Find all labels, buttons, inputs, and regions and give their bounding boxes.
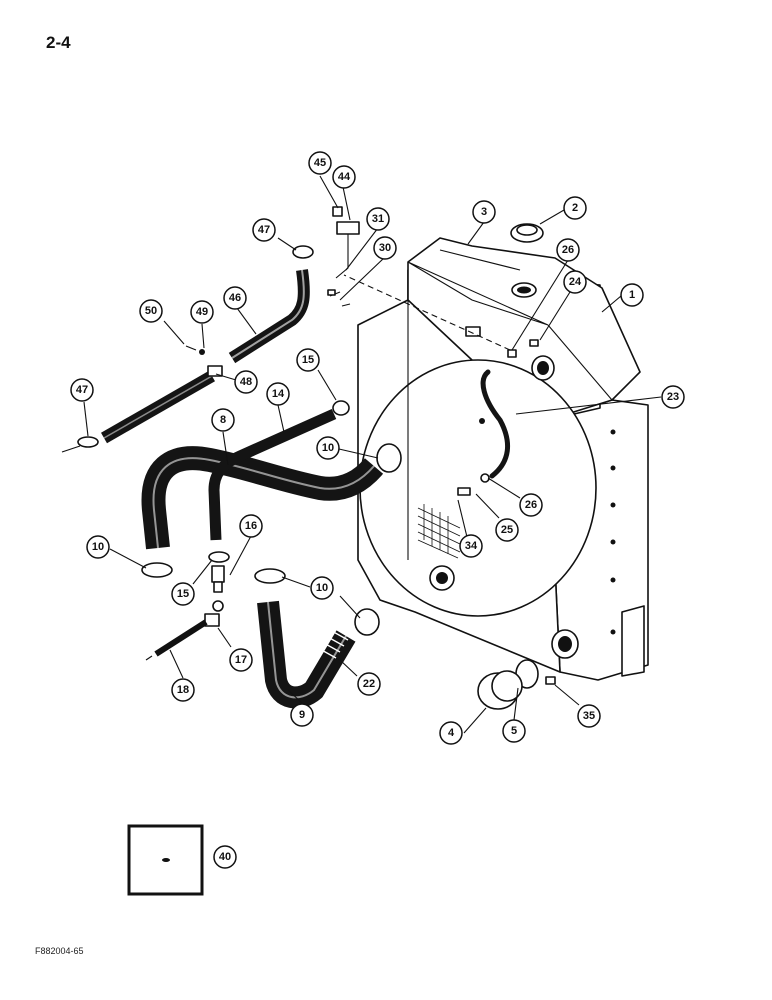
hose-clamps [141,443,539,689]
figure-code: F882004-65 [35,946,84,956]
svg-text:15: 15 [302,354,314,366]
side-bolts [610,429,616,635]
callout-2: 2 [563,196,587,220]
callout-16: 16 [239,514,263,538]
svg-text:47: 47 [76,384,88,396]
drain-valve-assembly [145,565,225,661]
callout-23: 23 [661,385,685,409]
svg-text:4: 4 [448,727,455,739]
callout-26-lower: 26 [519,493,543,517]
callout-15-lower: 15 [171,582,195,606]
callout-3: 3 [472,200,496,224]
svg-text:14: 14 [272,388,285,400]
callout-8: 8 [211,408,235,432]
svg-text:17: 17 [235,654,247,666]
svg-text:48: 48 [240,376,252,388]
leader-lines [83,175,662,734]
callout-45: 45 [308,151,332,175]
callout-47-upper: 47 [252,218,276,242]
svg-text:24: 24 [569,276,582,288]
svg-text:22: 22 [363,678,375,690]
upper-hose-assembly [61,245,314,453]
callout-44: 44 [332,165,356,189]
callout-40: 40 [213,845,237,869]
callout-1: 1 [620,283,644,307]
callout-10-middle: 10 [310,576,334,600]
svg-text:5: 5 [511,725,517,737]
callout-4: 4 [439,721,463,745]
callout-31: 31 [366,207,390,231]
svg-text:45: 45 [314,157,326,169]
callout-15-upper: 15 [296,348,320,372]
spring-coil [317,629,349,659]
callout-48: 48 [234,370,258,394]
svg-text:9: 9 [299,709,305,721]
svg-text:10: 10 [92,541,104,553]
callout-47-left: 47 [70,378,94,402]
callout-24: 24 [563,270,587,294]
lower-cap [477,670,523,710]
svg-text:46: 46 [229,292,241,304]
callout-34: 34 [459,534,483,558]
inset-detail-box [127,824,204,896]
callout-22: 22 [357,672,381,696]
callout-25: 25 [495,518,519,542]
callout-18: 18 [171,678,195,702]
callout-5: 5 [502,719,526,743]
callout-49: 49 [190,300,214,324]
svg-text:2: 2 [572,202,578,214]
svg-text:3: 3 [481,206,487,218]
svg-text:26: 26 [525,499,537,511]
callout-46: 46 [223,286,247,310]
callout-50: 50 [139,299,163,323]
svg-text:44: 44 [338,171,351,183]
drain-plug [545,676,556,685]
bypass-hose [208,400,350,541]
svg-text:49: 49 [196,306,208,318]
callout-10-upper: 10 [316,436,340,460]
svg-text:50: 50 [145,305,157,317]
svg-text:18: 18 [177,684,189,696]
svg-text:34: 34 [465,540,478,552]
callout-17: 17 [229,648,253,672]
svg-text:23: 23 [667,391,679,403]
overflow-tube [480,369,511,479]
svg-text:10: 10 [322,442,334,454]
svg-text:35: 35 [583,710,595,722]
callout-26-upper: 26 [556,238,580,262]
callout-14: 14 [266,382,290,406]
svg-text:30: 30 [379,242,391,254]
page-number: 2-4 [46,33,71,52]
svg-text:16: 16 [245,520,257,532]
svg-text:10: 10 [316,582,328,594]
svg-text:1: 1 [629,289,635,301]
lower-radiator-hose [257,600,356,709]
callout-9: 9 [290,703,314,727]
svg-text:47: 47 [258,224,270,236]
callout-35: 35 [577,704,601,728]
radiator-cap [510,223,544,243]
core-mesh [417,504,461,559]
svg-text:31: 31 [372,213,384,225]
callout-30: 30 [373,236,397,260]
svg-text:25: 25 [501,524,513,536]
radiator-assembly [357,237,649,681]
small-fittings [327,289,539,496]
svg-text:40: 40 [219,851,231,863]
upper-radiator-hose [141,446,384,550]
svg-text:8: 8 [220,414,226,426]
callout-10-left: 10 [86,535,110,559]
svg-text:15: 15 [177,588,189,600]
svg-text:26: 26 [562,244,574,256]
